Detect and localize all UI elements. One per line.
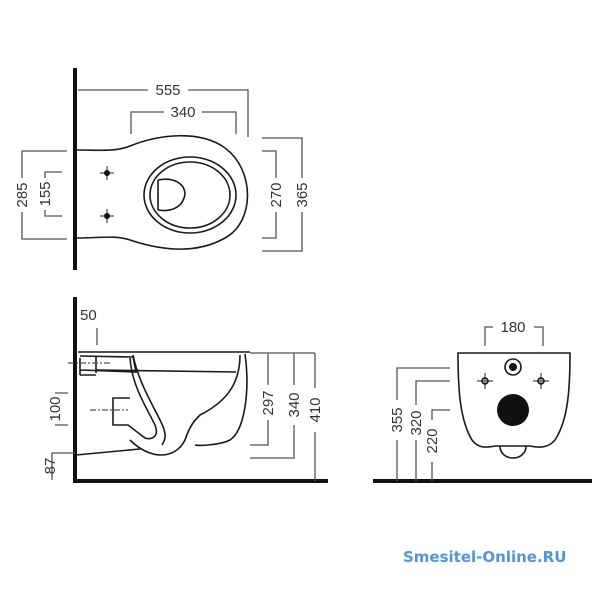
drain-hole bbox=[497, 394, 529, 426]
drain-outlet bbox=[112, 357, 158, 440]
flush-inlet-ring bbox=[504, 358, 522, 376]
trap-inner bbox=[132, 354, 166, 446]
dim-355: 355 bbox=[389, 407, 406, 432]
base-line bbox=[75, 448, 141, 456]
center-lines bbox=[68, 362, 128, 411]
dim-50: 50 bbox=[80, 307, 97, 324]
dim-340-side: 340 bbox=[286, 392, 303, 417]
seat-inner bbox=[149, 161, 231, 229]
front-view: 180 355 320 220 bbox=[373, 319, 592, 483]
dim-220: 220 bbox=[424, 428, 441, 453]
dim-270: 270 bbox=[268, 182, 285, 207]
dim-100: 100 bbox=[47, 396, 64, 421]
dim-340-top: 340 bbox=[170, 104, 195, 121]
dim-87: 87 bbox=[42, 458, 59, 475]
bolt-crosshair-icon bbox=[100, 209, 114, 223]
bowl-front-outline bbox=[457, 352, 571, 448]
dim-180: 180 bbox=[500, 319, 525, 336]
dim-155: 155 bbox=[37, 181, 54, 206]
dim-410: 410 bbox=[307, 397, 324, 422]
dim-555: 555 bbox=[155, 82, 180, 99]
bolt-crosshair-icon bbox=[477, 373, 493, 389]
seat-outer bbox=[143, 156, 237, 234]
outlet-front bbox=[499, 445, 527, 459]
side-view: 50 100 87 297 340 410 bbox=[42, 297, 328, 483]
dim-320: 320 bbox=[408, 410, 425, 435]
dim-285: 285 bbox=[14, 182, 31, 207]
dim-365: 365 bbox=[294, 182, 311, 207]
dim-297: 297 bbox=[260, 390, 277, 415]
bolt-crosshair-icon bbox=[533, 373, 549, 389]
bowl-outline bbox=[76, 134, 249, 250]
top-view: 555 340 285 155 270 365 bbox=[14, 68, 311, 270]
watermark: Smesitel-Online.RU bbox=[403, 548, 566, 566]
seat-line bbox=[95, 369, 237, 373]
bolt-crosshair-icon bbox=[100, 166, 114, 180]
flush-inlet-hole bbox=[509, 363, 517, 371]
outlet-shape bbox=[157, 178, 186, 212]
bowl-side-outline bbox=[129, 353, 248, 456]
